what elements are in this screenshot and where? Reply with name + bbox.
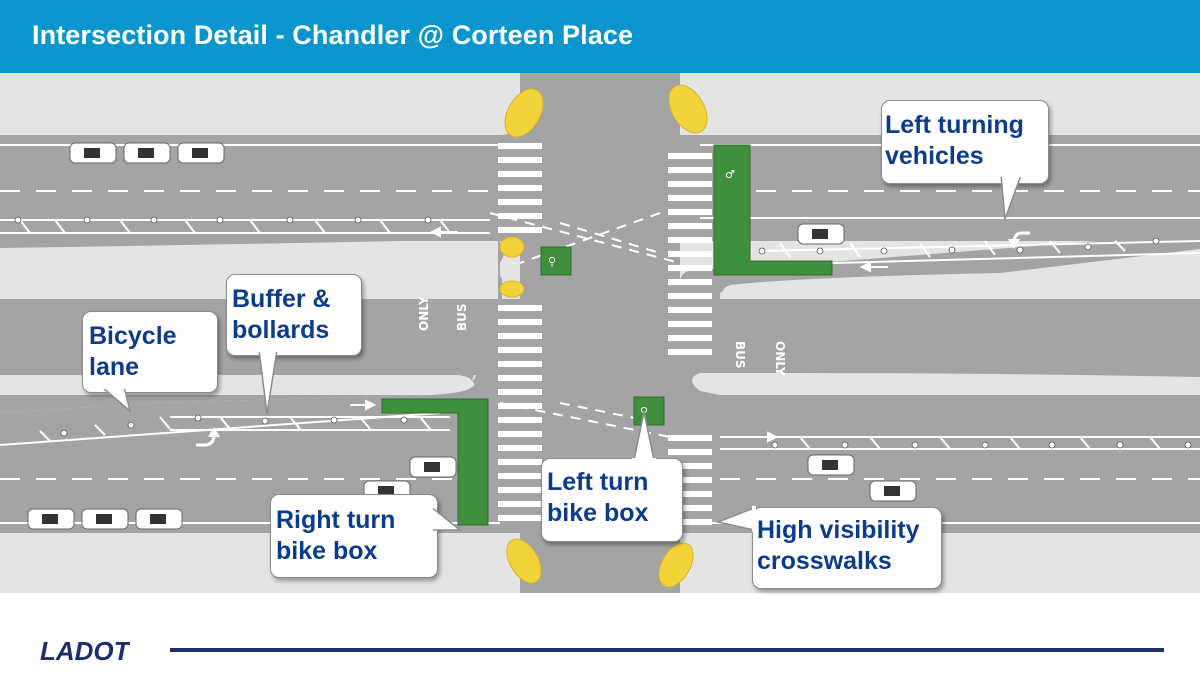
callout-left-turning-line2: vehicles <box>885 142 984 170</box>
callout-left-turn-bike-box: Left turn bike box <box>541 458 683 542</box>
pavement-only-east: ONLY <box>773 341 787 376</box>
callout-bicycle-line1: Bicycle <box>89 322 177 350</box>
svg-text:♂: ♂ <box>725 168 735 181</box>
bollards-west-south <box>39 414 431 442</box>
bollards-east-south <box>771 436 1192 450</box>
logo-text: LADOT <box>40 636 130 664</box>
callout-high-visibility-crosswalks: High visibility crosswalks <box>752 507 942 589</box>
callout-crosswalks-line2: crosswalks <box>757 547 892 575</box>
pavement-bus-west: BUS <box>455 303 469 331</box>
callout-pointer-bicycle <box>100 387 132 414</box>
bollards-west <box>14 216 451 234</box>
callout-left-turning-line1: Left turning <box>885 111 1024 139</box>
page-title: Intersection Detail - Chandler @ Corteen… <box>32 20 634 50</box>
pavement-bus-east: BUS <box>733 341 747 369</box>
callout-bicycle-lane: Bicycle lane <box>82 311 218 393</box>
svg-text:⚲: ⚲ <box>640 405 648 418</box>
bike-boxes <box>381 144 833 526</box>
callout-buffer-bollards: Buffer & bollards <box>226 274 362 356</box>
parked-cars <box>27 142 917 530</box>
callout-right-turn-bike-box: Right turn bike box <box>270 494 438 578</box>
svg-text:⚲: ⚲ <box>548 255 556 268</box>
callout-pointer-left-turning <box>999 175 1023 220</box>
crosswalk-east <box>668 153 712 525</box>
median-island-east-lower <box>692 373 1200 395</box>
curb-extensions <box>499 84 708 588</box>
callout-right-turn-line2: bike box <box>276 537 378 565</box>
callout-left-turn-line2: bike box <box>547 499 649 527</box>
callout-pointer-buffer <box>257 350 279 415</box>
callout-left-turning-vehicles: Left turning vehicles <box>881 100 1049 184</box>
callout-right-turn-line1: Right turn <box>276 506 396 534</box>
footer-rule <box>170 648 1164 652</box>
callout-crosswalks-line1: High visibility <box>757 516 920 544</box>
callout-pointer-left-turn <box>632 411 656 462</box>
header-bar: Intersection Detail - Chandler @ Corteen… <box>0 0 1200 73</box>
callout-left-turn-line1: Left turn <box>547 468 649 496</box>
median-island-west-north <box>0 241 498 299</box>
callout-buffer-line1: Buffer & <box>232 285 331 313</box>
callout-buffer-line2: bollards <box>232 316 330 344</box>
median-island-east-upper <box>723 249 1200 299</box>
pavement-only-west: ONLY <box>417 296 431 331</box>
callout-bicycle-line2: lane <box>89 353 140 381</box>
bollards-east-north <box>758 237 1160 258</box>
crosswalk-west <box>498 143 542 521</box>
callout-pointer-right-turn <box>430 504 463 532</box>
callout-pointer-crosswalks <box>716 506 756 532</box>
ladot-logo: LADOT <box>40 636 132 669</box>
